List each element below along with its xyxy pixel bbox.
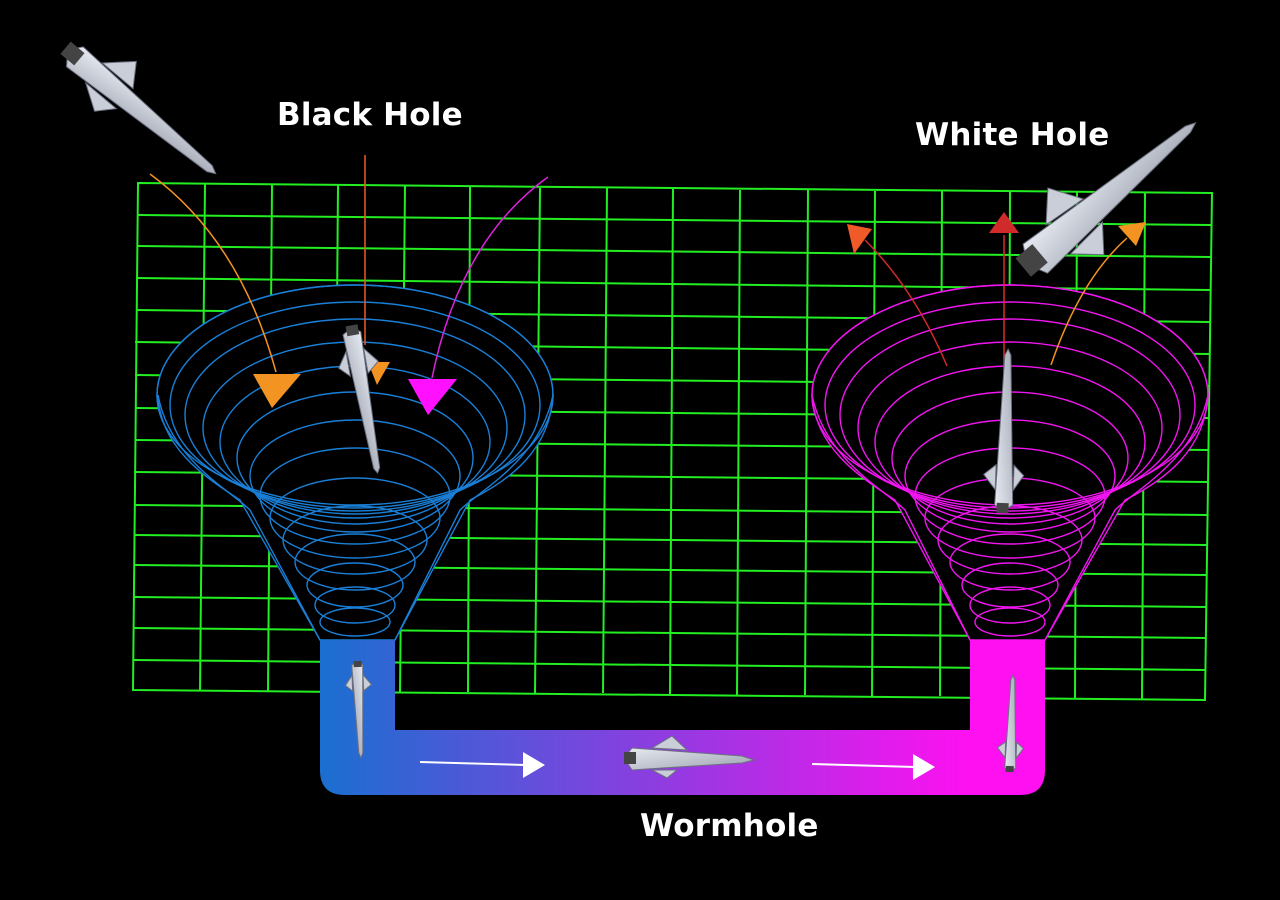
inflow-arrow-orange: [149, 173, 301, 408]
white-hole-label: White Hole: [915, 117, 1110, 153]
spaceship-descending-tube-icon: [344, 660, 373, 760]
wormhole-label: Wormhole: [640, 808, 819, 844]
spaceship-ascending-tube-icon: [996, 673, 1025, 773]
black-hole-funnel: [156, 284, 554, 760]
red-orange-triangle-icon: [847, 224, 872, 254]
inflow-arrow-magenta: [408, 176, 549, 415]
spaceship-entering-icon: [60, 41, 217, 175]
flow-arrow-2: [811, 754, 935, 780]
orange-triangle-icon: [1118, 222, 1146, 246]
outflow-arrow-right: [1050, 222, 1146, 366]
outflow-arrow-center: [989, 212, 1019, 372]
outflow-arrow-left: [847, 224, 948, 367]
spaceship-in-black-hole-icon: [338, 324, 381, 474]
wormhole-tube: [320, 640, 1045, 795]
spaceship-in-wormhole-icon: [623, 735, 756, 779]
orange-triangle-icon: [253, 374, 301, 408]
flow-arrow-1: [419, 752, 545, 778]
black-hole-label: Black Hole: [277, 97, 463, 133]
inflow-arrow-vertical: [364, 155, 390, 385]
orange-triangle-icon: [368, 362, 390, 385]
magenta-triangle-icon: [408, 379, 457, 415]
red-triangle-icon: [989, 212, 1019, 233]
spaceship-exiting-icon: [1015, 122, 1197, 277]
spaceship-in-white-hole-icon: [983, 347, 1025, 514]
